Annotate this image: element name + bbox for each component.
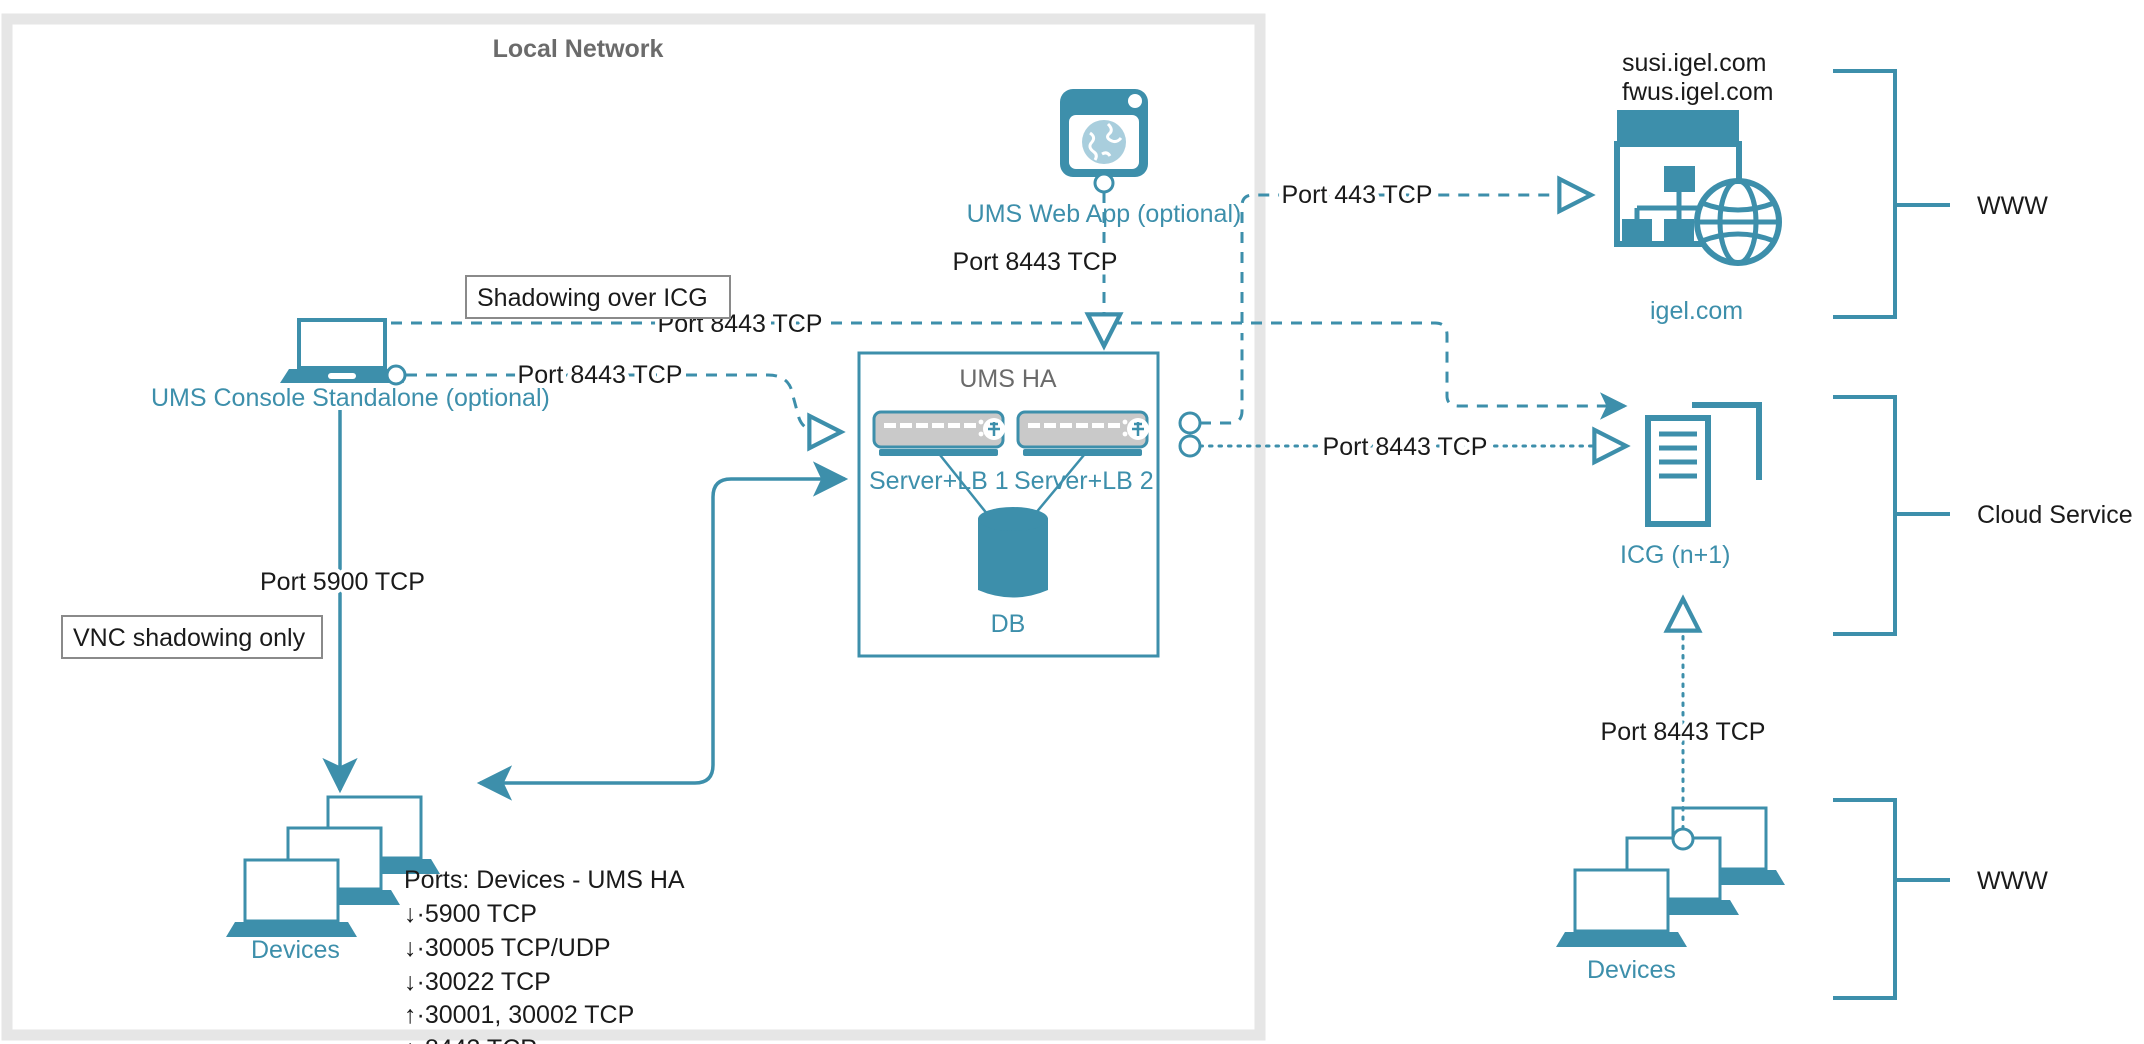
ums-console-label: UMS Console Standalone (optional) <box>151 384 550 412</box>
conn-ums-ha-devices-bidirectional <box>476 461 849 801</box>
ports-block-title: Ports: Devices - UMS HA <box>404 866 685 894</box>
console-endpoint-dot <box>385 364 407 386</box>
ums-ha-endpoint-dot-upper <box>1178 411 1202 435</box>
devices-remote-label: Devices <box>1587 956 1676 984</box>
server2-db-link <box>1029 454 1085 521</box>
server-lb-1-label: Server+LB 1 <box>869 467 1009 495</box>
endpoint-url-line-1: susi.igel.com <box>1622 49 1767 77</box>
zone-label-www-bottom: WWW <box>1977 867 2048 895</box>
ums-ha-endpoint-dot-lower <box>1178 434 1202 458</box>
zone-bracket-www-top <box>1833 69 1950 319</box>
note-vnc-shadowing-only: VNC shadowing only <box>61 615 323 659</box>
igel-com-label: igel.com <box>1650 297 1743 325</box>
remote-device-endpoint-dot <box>1671 827 1695 851</box>
server-lb-2-icon <box>1016 410 1149 456</box>
devices-remote-stack-icon <box>1556 806 1785 947</box>
conn-console-to-ums-ha <box>406 373 840 432</box>
ports-block-line-0: ↓·5900 TCP <box>404 900 537 928</box>
zone-bracket-www-bottom <box>1833 798 1950 1000</box>
conn-label-webapp-to-ums: Port 8443 TCP <box>953 248 1118 276</box>
note-vnc-shadowing-only-text: VNC shadowing only <box>73 624 306 652</box>
ums-ha-title: UMS HA <box>959 365 1057 393</box>
ports-block-line-3: ↑·30001, 30002 TCP <box>404 1001 634 1029</box>
ports-block-line-4: ↑·8443 TCP <box>404 1035 537 1044</box>
icg-gateway-icon <box>1645 402 1762 527</box>
ums-ha-box <box>857 351 1160 658</box>
icg-label: ICG (n+1) <box>1620 541 1730 569</box>
ports-block-line-1: ↓·30005 TCP/UDP <box>404 934 611 962</box>
igel-com-web-icon <box>1614 110 1782 266</box>
ums-console-laptop-icon <box>280 318 404 383</box>
zone-bracket-cloud-service <box>1833 395 1950 636</box>
ports-block-line-2: ↓·30022 TCP <box>404 968 551 996</box>
local-network-title: Local Network <box>493 35 664 63</box>
zone-label-cloud-service: Cloud Service <box>1977 501 2133 529</box>
conn-ums-ha-to-igel-route <box>1200 333 1244 425</box>
database-cylinder-icon <box>978 507 1048 598</box>
conn-label-icg-to-devices: Port 8443 TCP <box>1601 718 1766 746</box>
conn-label-ums-to-icg: Port 8443 TCP <box>1323 433 1488 461</box>
note-shadowing-over-icg: Shadowing over ICG <box>465 275 731 319</box>
endpoint-url-line-2: fwus.igel.com <box>1622 78 1773 106</box>
server-lb-2-label: Server+LB 2 <box>1014 467 1154 495</box>
devices-local-label: Devices <box>251 936 340 964</box>
note-shadowing-over-icg-text: Shadowing over ICG <box>477 284 708 312</box>
zone-label-www-top: WWW <box>1977 192 2048 220</box>
devices-local-stack-icon <box>226 795 440 937</box>
conn-console-shadowing-over-icg <box>391 321 1628 420</box>
server1-db-link <box>939 454 993 521</box>
conn-label-console-to-devices: Port 5900 TCP <box>260 568 425 596</box>
ports-devices-ums-ha-block: Ports: Devices - UMS HA ↓·5900 TCP ↓·300… <box>404 866 685 1044</box>
conn-label-webapp-to-igel: Port 443 TCP <box>1281 181 1432 209</box>
conn-webapp-to-igel-com <box>1240 195 1590 323</box>
ums-web-app-icon <box>1060 89 1148 194</box>
conn-label-console-to-ums: Port 8443 TCP <box>518 361 683 389</box>
database-label: DB <box>991 610 1026 638</box>
server-lb-1-icon <box>872 410 1005 456</box>
